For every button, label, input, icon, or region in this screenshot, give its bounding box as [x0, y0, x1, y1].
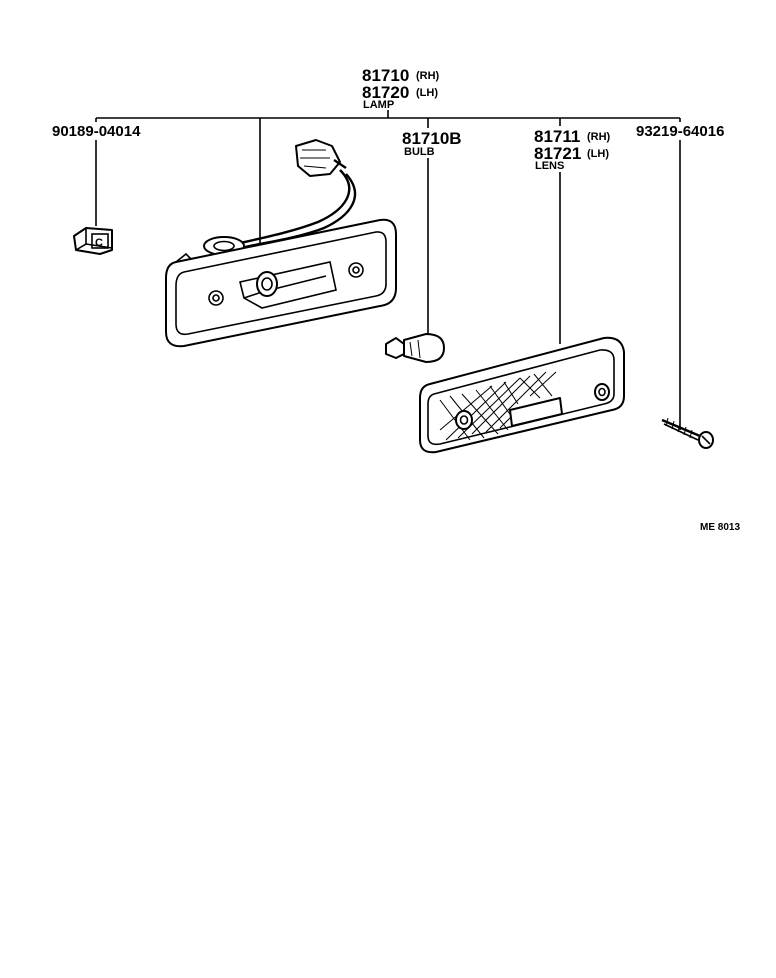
- lamp-part-number-lh: 81720: [362, 83, 409, 102]
- bulb-part: [385, 333, 445, 363]
- lens-part: [419, 336, 625, 454]
- bulb-part-number: 81710B: [402, 129, 462, 148]
- clip-letter: C: [95, 237, 103, 249]
- lens-part-number-rh: 81711: [534, 127, 580, 146]
- screw-part: [661, 417, 714, 449]
- lamp-name-label: LAMP: [363, 99, 394, 111]
- lens-name-label: LENS: [535, 160, 564, 172]
- lens-callout: 81711 (RH) 81721 (LH) LENS: [534, 127, 611, 172]
- screw-part-number: 93219-64016: [636, 123, 724, 140]
- lamp-rh-suffix: (RH): [416, 70, 440, 82]
- leader-lines: [95, 110, 681, 430]
- bulb-callout: 81710B BULB: [402, 129, 462, 158]
- bulb-name-label: BULB: [404, 146, 435, 158]
- diagram-code: ME 8013: [700, 522, 740, 533]
- lens-part-number-lh: 81721: [534, 144, 581, 163]
- clip-part: C: [73, 227, 113, 255]
- lens-lh-suffix: (LH): [587, 148, 609, 160]
- lamp-lh-suffix: (LH): [416, 87, 438, 99]
- lamp-part-number-rh: 81710: [362, 66, 409, 85]
- lamp-housing-part: [165, 139, 397, 348]
- clip-part-number: 90189-04014: [52, 123, 141, 140]
- lamp-callout: 81710 (RH) 81720 (LH) LAMP: [362, 66, 440, 111]
- lens-rh-suffix: (RH): [587, 131, 611, 143]
